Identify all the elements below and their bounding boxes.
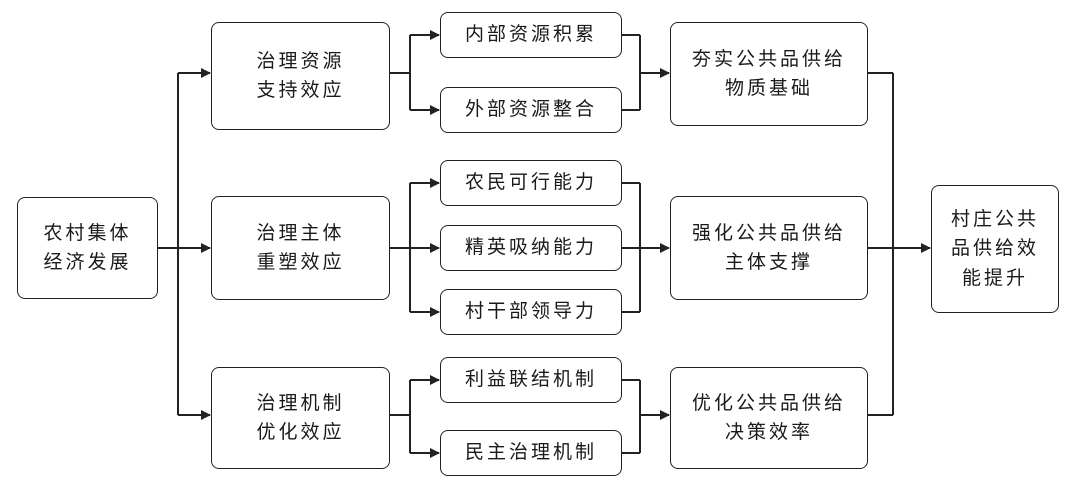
node-mid3-label: 治理机制 优化效应 (256, 391, 345, 443)
node-mid3: 治理机制 优化效应 (211, 367, 390, 469)
node-out2-label: 强化公共品供给 主体支撑 (691, 221, 846, 273)
node-out1-label: 夯实公共品供给 物质基础 (691, 47, 846, 99)
node-leaf7: 民主治理机制 (440, 430, 622, 476)
node-mid2-label: 治理主体 重塑效应 (256, 221, 345, 273)
node-leaf4-label: 精英吸纳能力 (464, 236, 597, 259)
node-out2: 强化公共品供给 主体支撑 (670, 196, 868, 300)
node-leaf5-label: 村干部领导力 (464, 300, 597, 323)
node-out3-label: 优化公共品供给 决策效率 (691, 391, 846, 443)
node-final-label: 村庄公共 品供给效 能提升 (950, 207, 1039, 289)
node-leaf4: 精英吸纳能力 (440, 225, 622, 271)
node-mid1-label: 治理资源 支持效应 (256, 49, 345, 101)
node-leaf1: 内部资源积累 (440, 12, 622, 58)
node-mid2: 治理主体 重塑效应 (211, 196, 390, 300)
node-root-label: 农村集体 经济发展 (43, 221, 132, 273)
node-leaf3-label: 农民可行能力 (464, 171, 597, 194)
node-root: 农村集体 经济发展 (17, 197, 158, 299)
node-leaf2: 外部资源整合 (440, 87, 622, 133)
node-leaf7-label: 民主治理机制 (464, 441, 597, 464)
node-leaf6-label: 利益联结机制 (464, 368, 597, 391)
node-mid1: 治理资源 支持效应 (211, 22, 390, 130)
node-leaf3: 农民可行能力 (440, 160, 622, 206)
node-leaf5: 村干部领导力 (440, 289, 622, 335)
node-leaf2-label: 外部资源整合 (464, 98, 597, 121)
node-out3: 优化公共品供给 决策效率 (670, 367, 868, 469)
node-out1: 夯实公共品供给 物质基础 (670, 22, 868, 126)
node-leaf6: 利益联结机制 (440, 357, 622, 403)
node-leaf1-label: 内部资源积累 (464, 23, 597, 46)
node-final: 村庄公共 品供给效 能提升 (931, 185, 1059, 313)
